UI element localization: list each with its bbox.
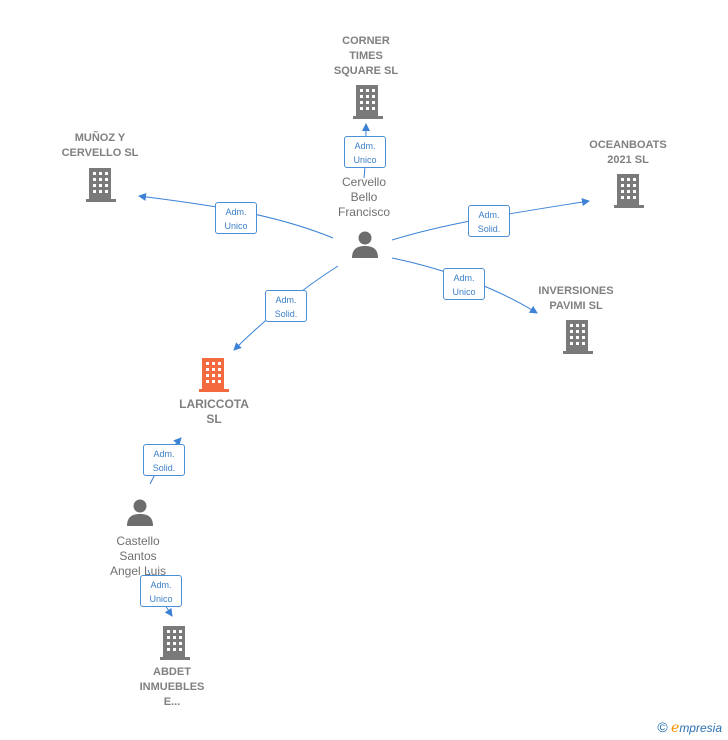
building-icon[interactable] — [353, 85, 383, 119]
building-icon[interactable] — [563, 320, 593, 354]
company-label-lariccota: LARICCOTA SL — [179, 397, 249, 426]
company-label-corner-times: CORNER TIMES SQUARE SL — [333, 35, 399, 77]
person-icon[interactable] — [126, 498, 154, 526]
brand-initial: e — [671, 720, 680, 736]
company-label-inversiones: INVERSIONES PAVIMI SL — [538, 285, 614, 312]
edge-badge[interactable]: Adm. Unico — [140, 575, 182, 607]
edge-badge[interactable]: Adm. Solid. — [468, 205, 510, 237]
building-focus-icon[interactable] — [199, 358, 229, 392]
brand-name: mpresia — [679, 721, 722, 735]
company-label-oceanboats: OCEANBOATS 2021 SL — [589, 139, 667, 166]
edge-badge[interactable]: Adm. Solid. — [143, 444, 185, 476]
company-label-munoz: MUÑOZ Y CERVELLO SL — [61, 132, 139, 159]
person-label-castello: Castello Santos Angel Luis — [109, 534, 167, 578]
edge-badge[interactable]: Adm. Solid. — [265, 290, 307, 322]
person-label-cervello: Cervello Bello Francisco — [337, 175, 390, 219]
person-icon[interactable] — [351, 230, 379, 258]
edge-badge[interactable]: Adm. Unico — [344, 136, 386, 168]
brand-footer[interactable]: © empresia — [657, 719, 722, 736]
building-icon[interactable] — [614, 174, 644, 208]
edge-badge[interactable]: Adm. Unico — [215, 202, 257, 234]
building-icon[interactable] — [160, 626, 190, 660]
building-icon[interactable] — [86, 168, 116, 202]
edge-badge[interactable]: Adm. Unico — [443, 268, 485, 300]
copyright-icon: © — [657, 719, 668, 735]
company-label-abdet: ABDET INMUEBLES E... — [139, 666, 205, 708]
